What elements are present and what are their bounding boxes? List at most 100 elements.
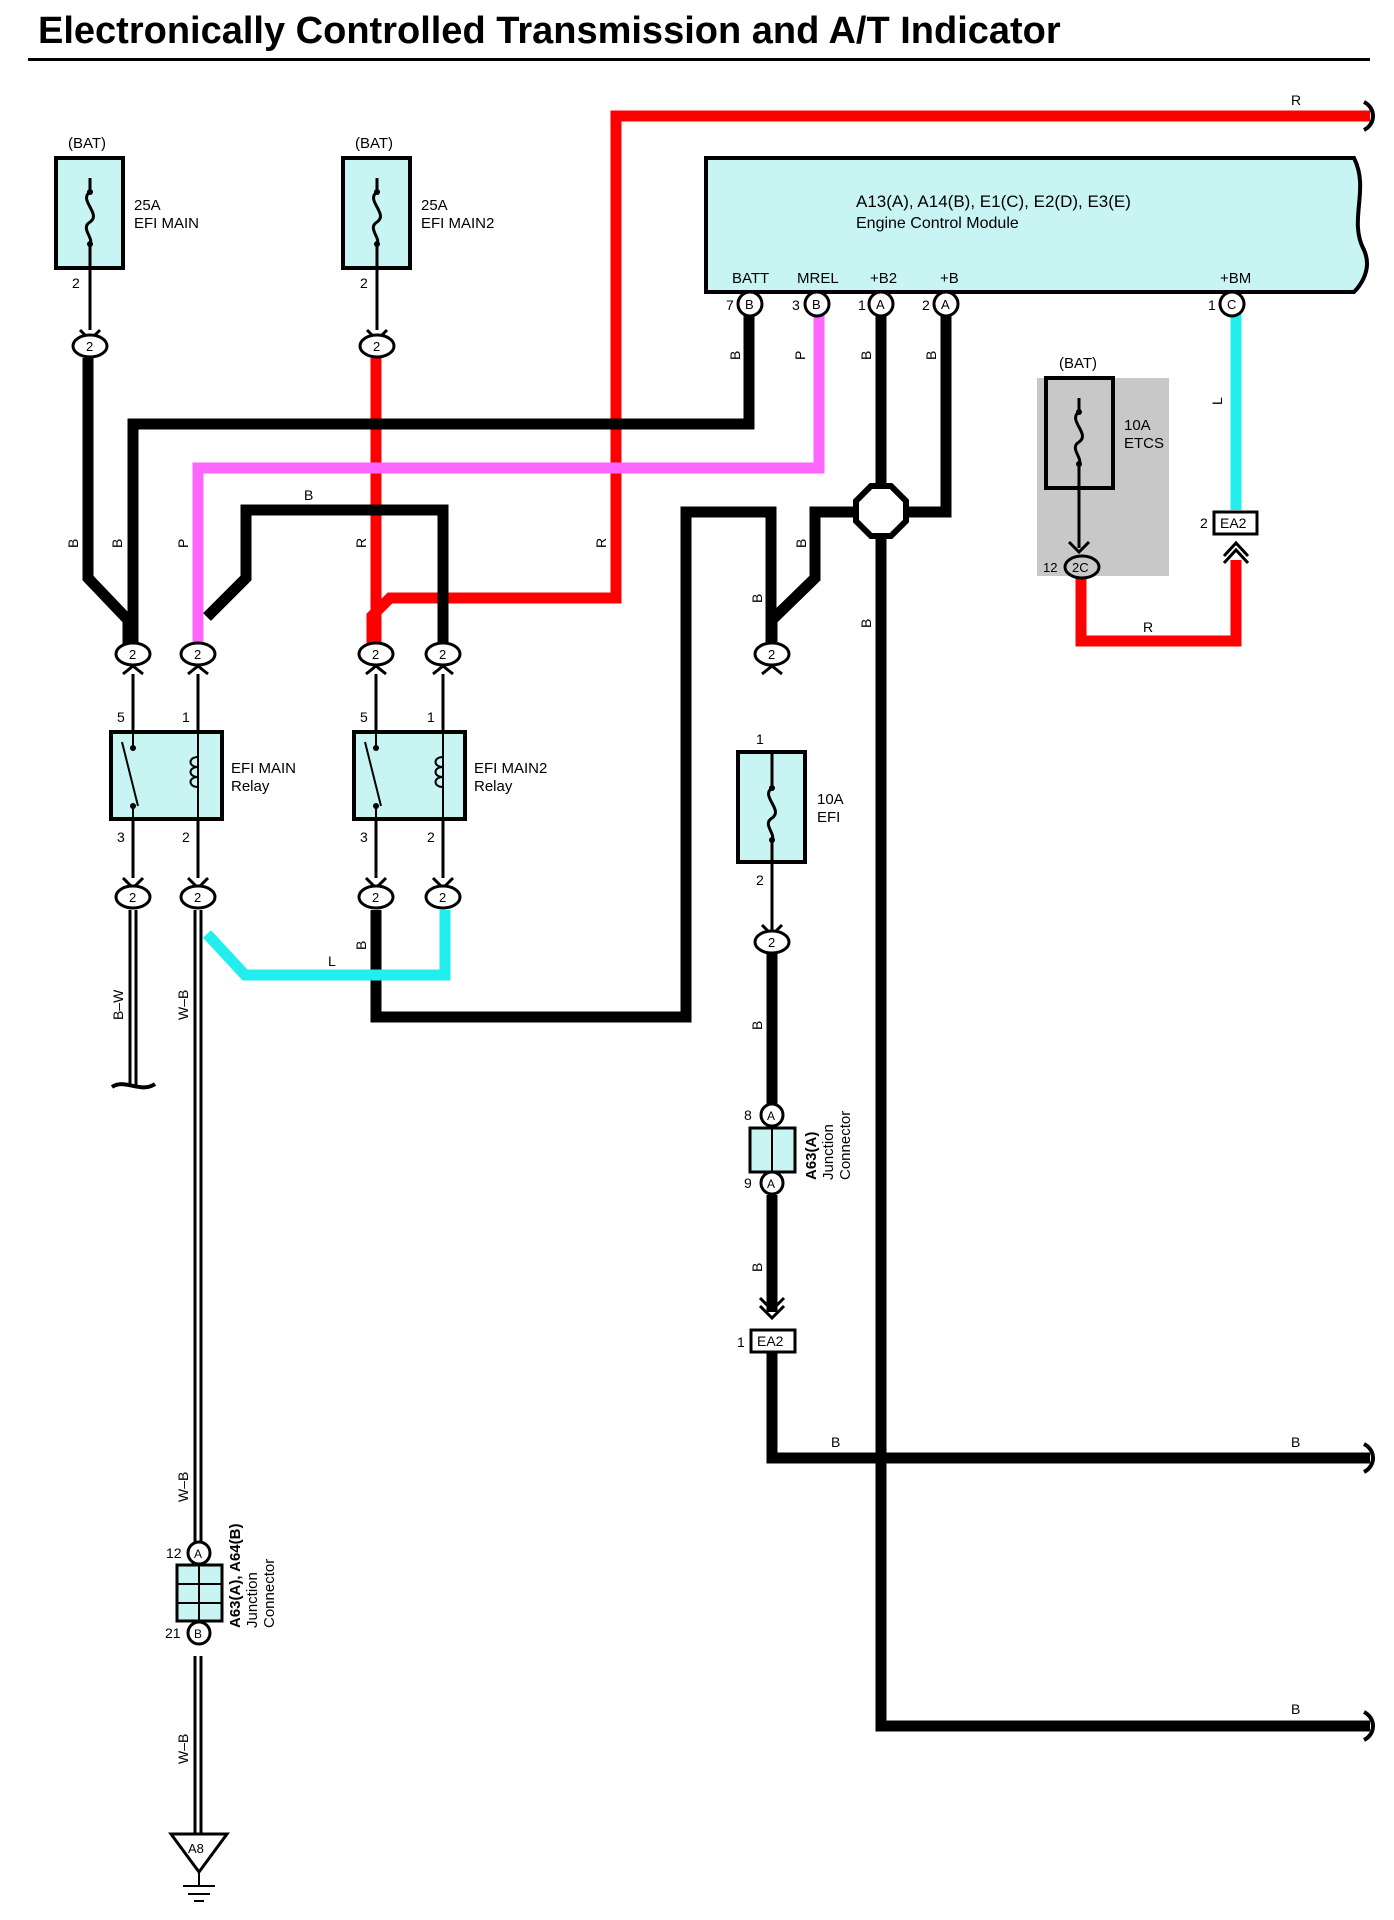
- wire-black-relay2-out: [370, 506, 777, 1023]
- ecm-pin-label-plusb: +B: [940, 270, 959, 287]
- connector-oval: 2: [357, 876, 395, 910]
- wire-label: B: [1291, 1434, 1300, 1450]
- wire-label: B: [749, 1263, 765, 1272]
- relay-name: EFI MAIN: [231, 760, 296, 777]
- wire-label: B: [923, 351, 939, 360]
- splice-point: [853, 483, 909, 539]
- fuse-rating: 10A: [1124, 417, 1151, 434]
- wire-label: B: [109, 539, 125, 548]
- fuse-name: EFI MAIN2: [421, 215, 494, 232]
- ecm-pin-conn: B: [745, 297, 754, 312]
- break-red-right: [1362, 100, 1375, 132]
- page-title: Electronically Controlled Transmission a…: [38, 10, 1061, 52]
- fuse-pin: 2: [360, 275, 368, 291]
- fuse-pin: 2: [72, 275, 80, 291]
- ecm-pin-num: 7: [726, 297, 734, 313]
- fuse-efi-main: (BAT) 25A EFI MAIN 2: [54, 135, 199, 330]
- connector-label: 2: [129, 647, 136, 662]
- wire-label: L: [1209, 397, 1225, 405]
- connector-label: B: [194, 1627, 202, 1641]
- junction-connector-a63-a64: 12 A B 21 A63(A), A64(B) Junction Connec…: [165, 1524, 278, 1646]
- wire-label: B: [749, 1021, 765, 1030]
- wire-label: L: [328, 953, 336, 969]
- connector-label: EA2: [757, 1333, 784, 1349]
- wire-labels: R B P B B L B B P B R R B B B R L B B–W …: [65, 92, 1301, 1764]
- connector-label: 2C: [1072, 560, 1089, 575]
- relay-pin: 5: [117, 709, 125, 725]
- wire-label: P: [792, 351, 808, 360]
- wire-label: B: [65, 539, 81, 548]
- relay-efi-main: 5 1 EFI MAIN Relay 3 2: [109, 674, 296, 878]
- connector-oval: 2: [753, 923, 791, 955]
- connector-oval: 2: [424, 641, 462, 676]
- connector-label: A: [194, 1547, 202, 1561]
- wire-black-batt: [127, 304, 755, 654]
- wire-label: B: [831, 1434, 840, 1450]
- relay-efi-main2: 5 1 EFI MAIN2 Relay 3 2: [352, 674, 547, 878]
- wire-label: R: [1291, 92, 1301, 108]
- connector-oval: 2: [357, 641, 395, 676]
- connector-label: 2: [194, 647, 201, 662]
- fuse-efi: 1 10A EFI 2: [736, 731, 844, 930]
- wire-label: W–B: [175, 1734, 191, 1764]
- connector-oval: 2: [753, 641, 791, 676]
- connector-ea2-top: 2 EA2: [1200, 510, 1259, 565]
- connector-pin: 8: [744, 1107, 752, 1123]
- fuse-pin: 1: [756, 731, 764, 747]
- connector-label: EA2: [1220, 515, 1247, 531]
- junction-id: A63(A), A64(B): [227, 1524, 244, 1628]
- junction-line1: Junction: [820, 1124, 837, 1180]
- junction-line1: Junction: [244, 1572, 261, 1628]
- wire-label: P: [175, 539, 191, 548]
- ecm-codes: A13(A), A14(B), E1(C), E2(D), E3(E): [856, 192, 1131, 211]
- wire-label: B: [858, 351, 874, 360]
- ground-a8: A8: [168, 1832, 230, 1902]
- connector-oval: 2: [114, 641, 152, 676]
- ecm-pin-num: 2: [922, 297, 930, 313]
- junction-line2: Connector: [837, 1111, 854, 1180]
- wire-black-b-loop: [203, 504, 449, 654]
- fuse-source: (BAT): [355, 135, 393, 152]
- connector-label: A: [767, 1177, 775, 1191]
- break-black-1726: [1362, 1710, 1375, 1742]
- ecm-pin-label-bm: +BM: [1220, 270, 1251, 287]
- ecm-pin-conn: C: [1227, 297, 1236, 312]
- wire-label: B: [1291, 1701, 1300, 1717]
- connector-label: 2: [439, 647, 446, 662]
- connector-pin: 9: [744, 1175, 752, 1191]
- relay-pin: 2: [182, 829, 190, 845]
- relay-suffix: Relay: [231, 778, 270, 795]
- wire-label: B–W: [110, 989, 126, 1020]
- fuse-etcs: (BAT) 10A ETCS: [1037, 355, 1169, 576]
- junction-line2: Connector: [261, 1559, 278, 1628]
- connector-oval: 2: [424, 876, 462, 910]
- fuse-rating: 10A: [817, 791, 844, 808]
- ecm-pin-num: 1: [1208, 297, 1216, 313]
- ecm-pin-label-mrel: MREL: [797, 270, 839, 287]
- connector-pin: 2: [1200, 515, 1208, 531]
- ecm-module: A13(A), A14(B), E1(C), E2(D), E3(E) Engi…: [704, 156, 1369, 294]
- connector-label: 2: [768, 647, 775, 662]
- connector-label: 2: [768, 935, 775, 950]
- connector-pin: 1: [737, 1334, 745, 1350]
- connector-label: 2: [86, 339, 93, 354]
- wire-black-efi-main-fuse: [82, 358, 134, 654]
- ecm-pin-num: 1: [858, 297, 866, 313]
- ecm-name: Engine Control Module: [856, 215, 1019, 232]
- wire-label: R: [593, 538, 609, 548]
- wire-red-etcs: [1075, 560, 1242, 647]
- junction-connector-a63: 8 A A 9 A63(A) Junction Connector: [744, 1102, 854, 1196]
- title-rule: [28, 58, 1370, 61]
- relay-pin: 3: [360, 829, 368, 845]
- connector-ovals: 2 2 2 2 2 2 2: [71, 328, 1101, 955]
- ecm-pin-conn: B: [812, 297, 821, 312]
- wire-label: W–B: [175, 1472, 191, 1502]
- wire-lblue-coil: [202, 910, 451, 981]
- ecm-pin-label-b2: +B2: [870, 270, 897, 287]
- wire-label: R: [353, 538, 369, 548]
- connector-ea2-bottom: 1 EA2: [737, 1296, 797, 1354]
- wire-black-splice-efi: [766, 506, 860, 654]
- wire-pink-mrel: [192, 304, 825, 654]
- fuse-source: (BAT): [68, 135, 106, 152]
